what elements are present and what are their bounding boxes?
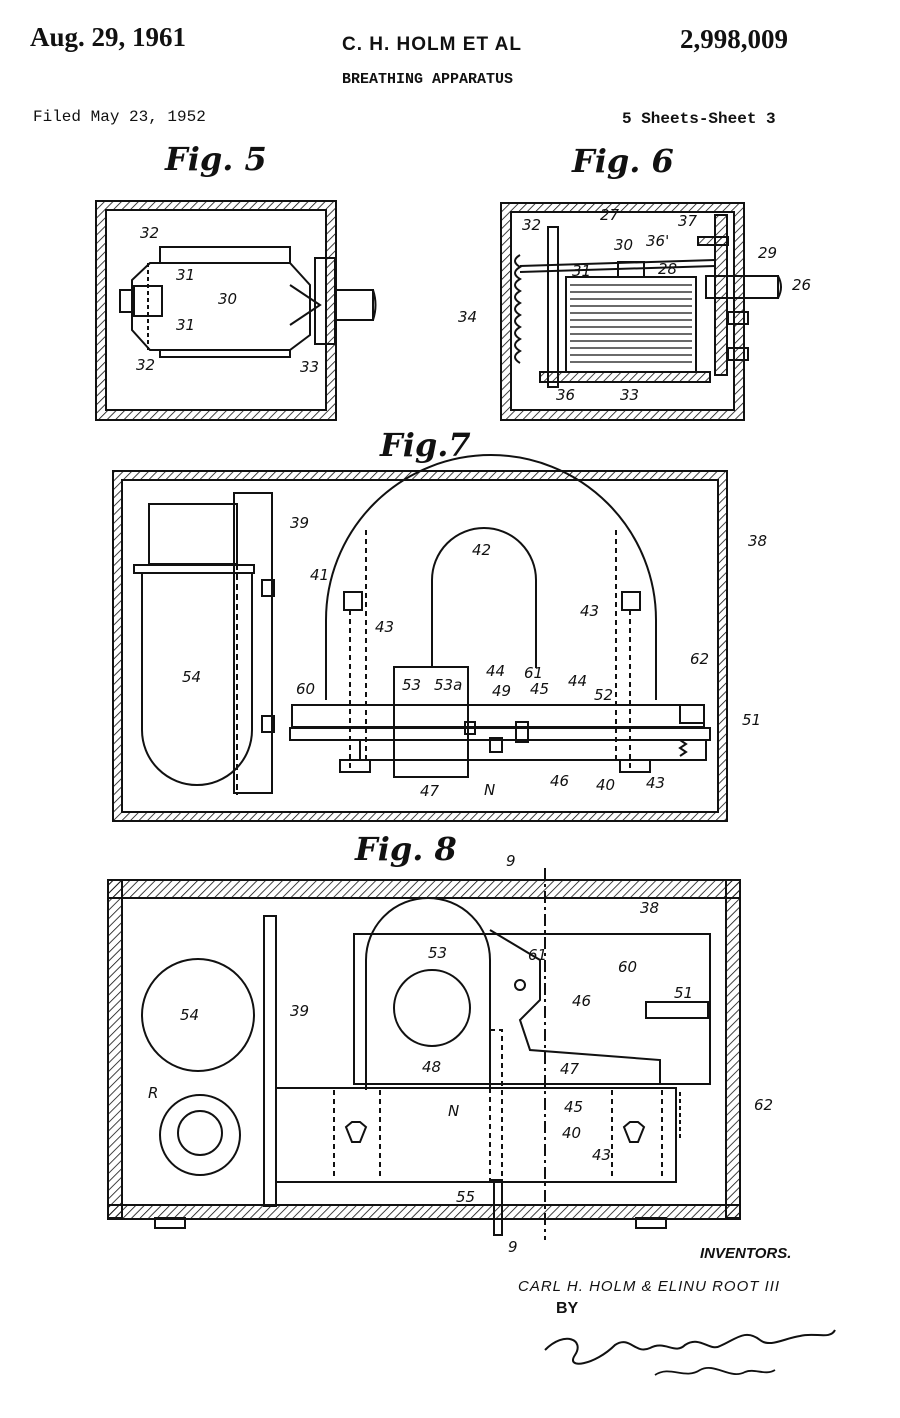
fig6-ref-27: 27 <box>600 206 620 224</box>
fig8-ref-N: N <box>448 1102 459 1120</box>
sheet-count: 5 Sheets-Sheet 3 <box>622 110 776 128</box>
fig8-ref-47: 47 <box>560 1060 580 1078</box>
fig8-ref-43: 43 <box>592 1146 611 1164</box>
fig8-ref-39: 39 <box>290 1002 309 1020</box>
fig5-ref-33: 33 <box>300 358 319 376</box>
fig7-ref-43a: 43 <box>375 618 394 636</box>
fig7-ref-42: 42 <box>472 541 491 559</box>
patent-date: Aug. 29, 1961 <box>30 22 187 52</box>
fig8-ref-38: 38 <box>640 899 659 917</box>
by-label: BY <box>556 1300 579 1317</box>
fig6-ref-30: 30 <box>614 236 633 254</box>
fig7-ref-62: 62 <box>690 650 709 668</box>
attorney-signature <box>544 1329 836 1376</box>
inventors-title: INVENTORS. <box>700 1245 792 1262</box>
fig6-ref-32: 32 <box>522 216 541 234</box>
fig6-ref-28: 28 <box>658 260 677 278</box>
patent-title: BREATHING APPARATUS <box>342 71 514 88</box>
fig5-ref-31b: 31 <box>176 316 195 334</box>
fig7-ref-N: N <box>484 781 495 799</box>
fig7-ref-44a: 44 <box>486 662 505 680</box>
fig7-ref-38: 38 <box>748 532 767 550</box>
fig7-ref-40: 40 <box>596 776 615 794</box>
fig8-ref-9b: 9 <box>508 1238 518 1256</box>
fig8-ref-46: 46 <box>572 992 591 1010</box>
fig7-ref-54: 54 <box>182 668 201 686</box>
fig7-ref-45: 45 <box>530 680 549 698</box>
fig6-ref-33: 33 <box>620 386 639 404</box>
fig5-ref-32b: 32 <box>136 356 155 374</box>
fig8-drawing <box>107 868 741 1240</box>
fig7-ref-46: 46 <box>550 772 569 790</box>
fig6-ref-26: 26 <box>792 276 811 294</box>
fig8-ref-9a: 9 <box>506 852 516 870</box>
fig7-ref-51: 51 <box>742 711 761 729</box>
fig5-drawing <box>95 200 377 421</box>
fig7-ref-61: 61 <box>524 664 543 682</box>
inventor-header: C. H. HOLM ET AL <box>342 34 522 55</box>
fig8-ref-61: 61 <box>528 946 547 964</box>
fig7-ref-53a: 53a <box>434 676 462 694</box>
fig8-ref-60: 60 <box>618 958 637 976</box>
fig8-ref-51: 51 <box>674 984 693 1002</box>
fig7-ref-44b: 44 <box>568 672 587 690</box>
fig7-ref-41: 41 <box>310 566 329 584</box>
fig5-ref-31a: 31 <box>176 266 195 284</box>
fig6-drawing <box>500 202 782 421</box>
fig7-ref-52: 52 <box>594 686 613 704</box>
fig6-ref-36a: 36' <box>646 232 669 250</box>
fig8-ref-48: 48 <box>422 1058 441 1076</box>
fig8-ref-55: 55 <box>456 1188 475 1206</box>
inventor-names: CARL H. HOLM & ELINU ROOT III <box>518 1278 781 1295</box>
fig7-label: Fig.7 <box>380 426 471 464</box>
fig6-ref-34: 34 <box>458 308 477 326</box>
fig8-ref-54: 54 <box>180 1006 199 1024</box>
fig6-ref-29: 29 <box>758 244 777 262</box>
fig5-label: Fig. 5 <box>165 140 267 178</box>
fig7-ref-39: 39 <box>290 514 309 532</box>
patent-number: 2,998,009 <box>680 24 788 54</box>
fig8-ref-40: 40 <box>562 1124 581 1142</box>
filed-date: Filed May 23, 1952 <box>33 108 206 126</box>
fig7-ref-60: 60 <box>296 680 315 698</box>
fig6-label: Fig. 6 <box>572 142 674 180</box>
fig7-ref-47: 47 <box>420 782 440 800</box>
fig7-drawing <box>112 454 728 822</box>
fig6-ref-36: 36 <box>556 386 575 404</box>
fig6-ref-31: 31 <box>572 262 591 280</box>
fig7-ref-49: 49 <box>492 682 511 700</box>
fig8-ref-R: R <box>148 1084 158 1102</box>
fig7-ref-53: 53 <box>402 676 421 694</box>
fig5-ref-32a: 32 <box>140 224 159 242</box>
fig8-ref-53: 53 <box>428 944 447 962</box>
fig6-ref-37: 37 <box>678 212 698 230</box>
fig7-ref-43c: 43 <box>646 774 665 792</box>
fig8-label: Fig. 8 <box>355 830 457 868</box>
fig8-ref-62: 62 <box>754 1096 773 1114</box>
fig5-ref-30: 30 <box>218 290 237 308</box>
fig8-ref-45: 45 <box>564 1098 583 1116</box>
fig7-ref-43b: 43 <box>580 602 599 620</box>
